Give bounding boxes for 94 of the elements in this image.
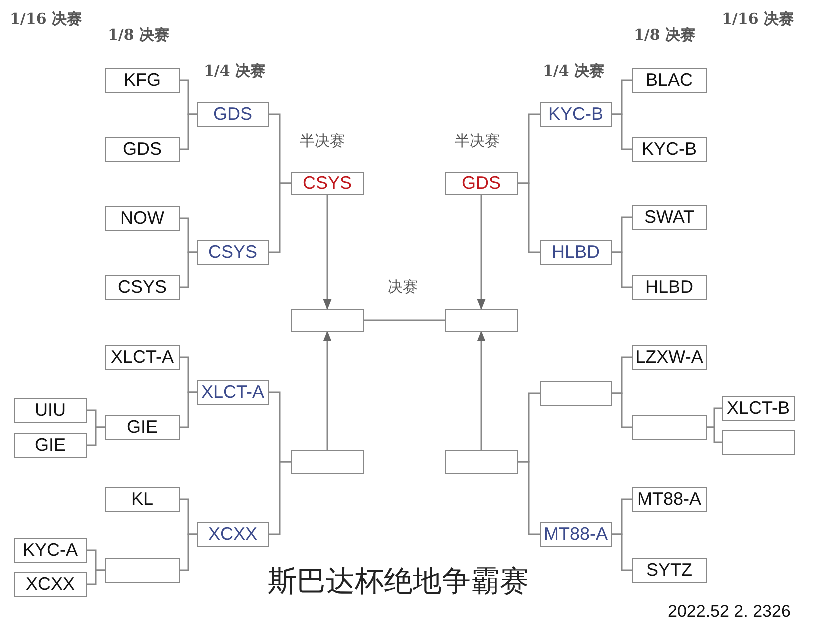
team-name: CSYS <box>118 277 168 298</box>
empty-box <box>291 450 364 474</box>
bracket-line <box>707 426 722 444</box>
team-name: CSYS <box>302 173 352 194</box>
team-name: CSYS <box>208 242 258 263</box>
bracket-line <box>612 534 632 572</box>
bracket-line <box>180 252 197 288</box>
team-name: UIU <box>35 400 66 421</box>
team-name: HLBD <box>645 277 694 298</box>
team-name: XCXX <box>26 574 76 595</box>
bracket-line <box>269 182 291 254</box>
bracket-line <box>612 392 632 428</box>
team-box <box>540 240 612 265</box>
team-box <box>632 558 707 583</box>
team-box <box>105 487 180 512</box>
team-name: KL <box>131 489 154 510</box>
round-label: 1/8 决赛 <box>108 26 170 45</box>
team-name: GIE <box>34 435 66 456</box>
team-name: HLBD <box>552 242 600 263</box>
team-name: KYC-B <box>642 139 697 160</box>
team-name: XLCT-A <box>201 382 265 403</box>
bracket-line <box>180 534 197 572</box>
round-label: 决赛 <box>388 278 418 297</box>
team-name: NOW <box>120 208 164 229</box>
bracket-line <box>518 461 540 536</box>
team-name: XLCT-A <box>110 347 174 368</box>
team-box <box>197 522 269 547</box>
round-label: 1/8 决赛 <box>634 26 696 45</box>
round-label: 半决赛 <box>300 132 345 151</box>
team-box <box>14 538 87 563</box>
empty-box <box>445 450 518 474</box>
team-box <box>722 396 795 421</box>
bracket-line <box>364 320 445 322</box>
team-name: KYC-A <box>22 540 78 561</box>
bracket-line <box>87 426 105 446</box>
team-box <box>14 572 87 597</box>
team-box <box>197 102 269 127</box>
bracket-line <box>612 114 632 150</box>
bracket-line <box>612 252 632 288</box>
team-name: MT88-A <box>544 524 608 545</box>
round-label: 半决赛 <box>455 132 500 151</box>
empty-box <box>722 430 795 455</box>
team-box <box>105 68 180 93</box>
team-name: GDS <box>213 104 252 125</box>
team-box <box>632 205 707 230</box>
arrow <box>477 330 486 450</box>
bracket-line <box>180 114 197 150</box>
team-name: GIE <box>126 417 158 438</box>
team-box <box>197 380 269 405</box>
team-box <box>105 137 180 162</box>
empty-box <box>540 381 612 406</box>
team-name: GDS <box>122 139 162 160</box>
arrow <box>477 195 486 310</box>
team-box <box>105 206 180 231</box>
bracket-line <box>269 461 291 536</box>
team-box <box>105 275 180 300</box>
team-name: GDS <box>462 173 501 194</box>
bracket-line <box>87 570 105 586</box>
empty-box <box>632 415 707 440</box>
team-name: XCXX <box>208 524 258 545</box>
round-label: 1/16 决赛 <box>10 10 82 29</box>
team-box <box>632 487 707 512</box>
empty-box <box>105 558 180 583</box>
team-box <box>197 240 269 265</box>
team-box <box>632 68 707 93</box>
team-box <box>14 398 87 423</box>
bracket-line <box>180 392 197 428</box>
title: 斯巴达杯绝地争霸赛 <box>268 563 529 600</box>
team-box <box>105 345 180 370</box>
arrow <box>323 195 332 310</box>
empty-box <box>291 309 364 332</box>
team-box <box>540 102 612 127</box>
team-box <box>632 275 707 300</box>
team-name: KFG <box>124 70 161 91</box>
team-name: LZXW-A <box>636 347 704 368</box>
arrow <box>323 330 332 450</box>
round-label: 1/4 决赛 <box>543 62 605 81</box>
team-name: BLAC <box>646 70 694 91</box>
team-name: SYTZ <box>646 560 692 581</box>
team-box <box>540 522 612 547</box>
team-box <box>105 415 180 440</box>
team-name: MT88-A <box>637 489 702 510</box>
team-box <box>291 172 364 195</box>
round-label: 1/16 决赛 <box>722 10 794 29</box>
team-box <box>14 433 87 458</box>
team-box <box>632 137 707 162</box>
round-label: 1/4 决赛 <box>204 62 266 81</box>
team-name: KYC-B <box>548 104 604 125</box>
bracket-line <box>518 182 540 254</box>
team-name: XLCT-B <box>726 398 790 419</box>
team-name: SWAT <box>644 207 694 228</box>
empty-box <box>445 309 518 332</box>
team-box <box>445 172 518 195</box>
date-text: 2022.52 2. 2326 <box>668 602 791 622</box>
